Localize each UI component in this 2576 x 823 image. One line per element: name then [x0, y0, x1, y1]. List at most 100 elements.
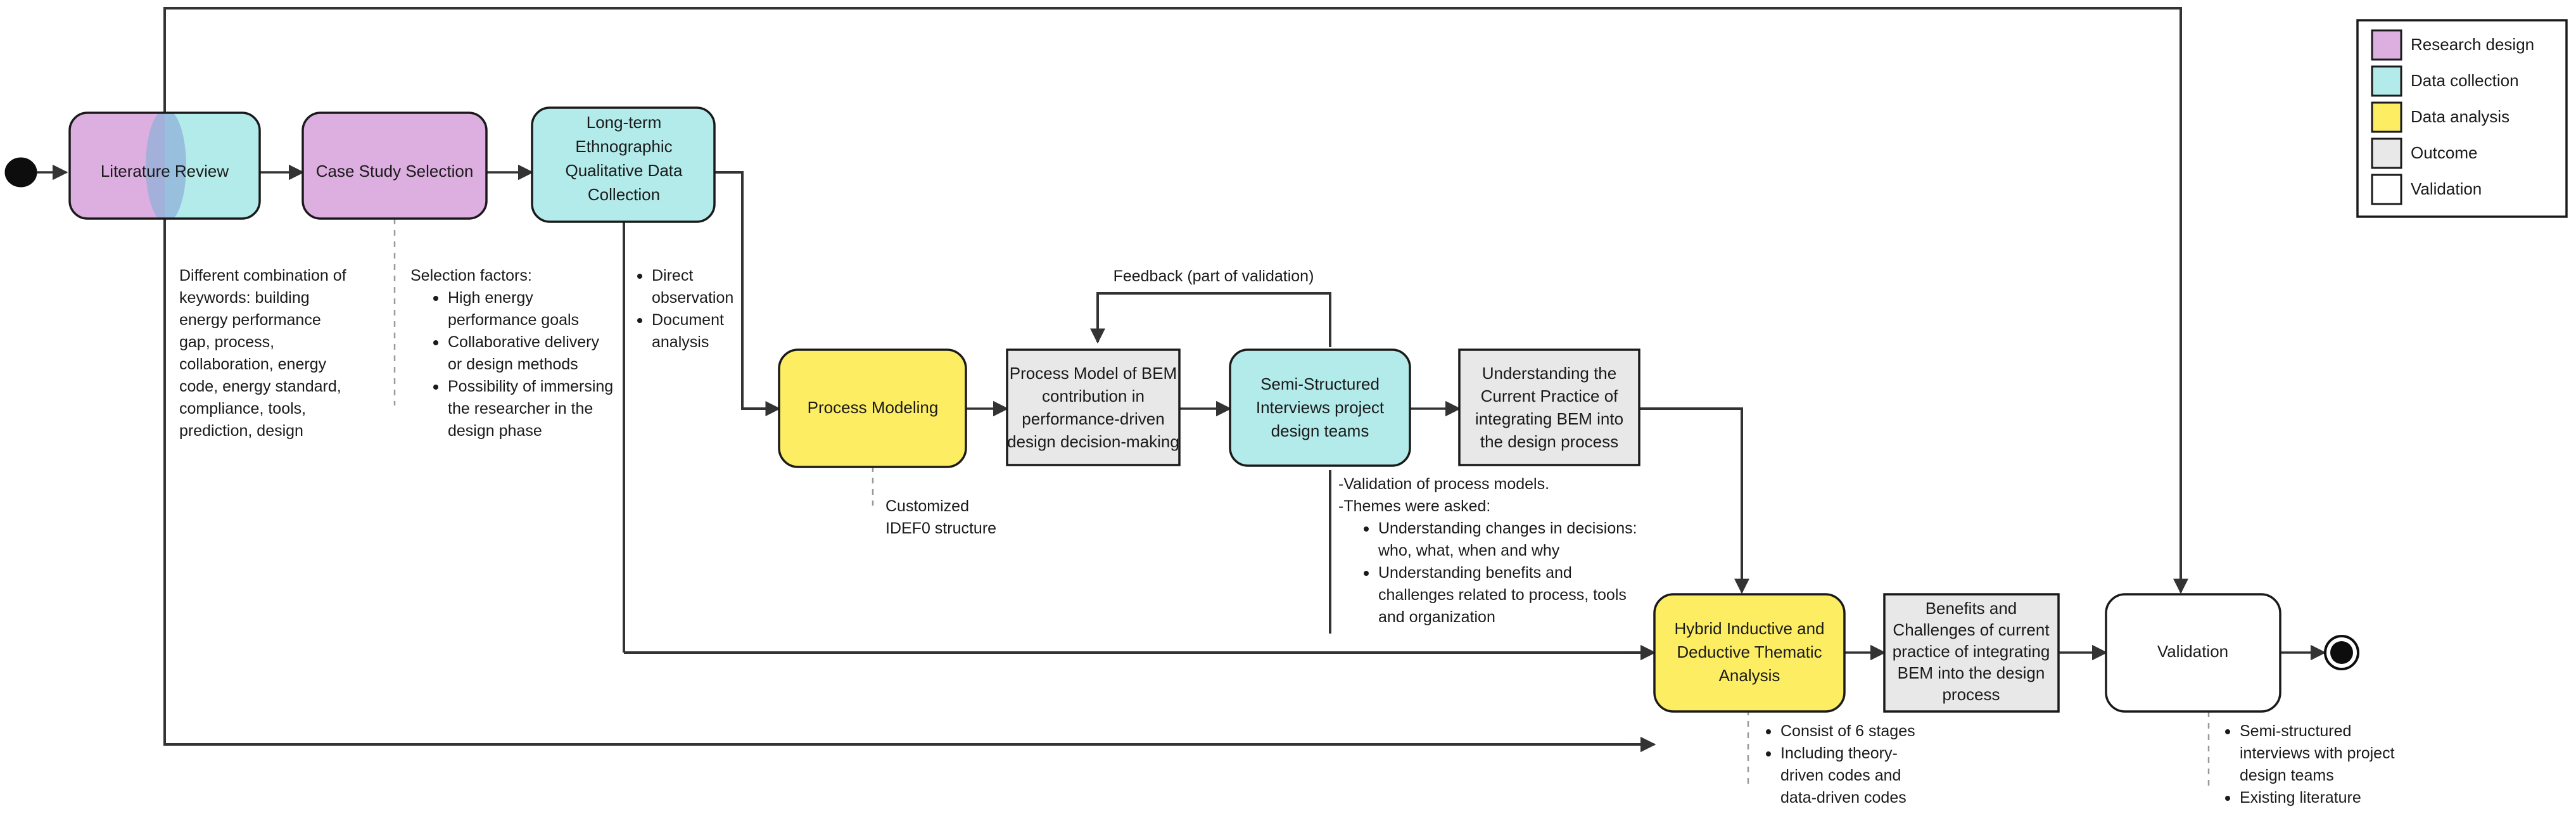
bullet-dot-icon — [433, 296, 438, 301]
note-interviews-b1-l0: Understanding benefits and — [1378, 564, 1572, 582]
node-hybrid-line-1: Deductive Thematic — [1677, 642, 1822, 661]
note-case-study-selection: Selection factors: High energy performan… — [410, 267, 613, 440]
node-benefits-line-1: Challenges of current — [1893, 620, 2050, 639]
note-literature-line-5: code, energy standard, — [179, 378, 341, 395]
note-thematic-b1-l2: data-driven codes — [1780, 789, 1907, 807]
node-long-term-ethnographic-line-2: Qualitative Data — [566, 161, 683, 180]
node-long-term-ethnographic-line-1: Ethnographic — [575, 137, 672, 156]
end-node — [2324, 635, 2359, 670]
legend-item-outcome: Outcome — [2371, 137, 2478, 169]
note-thematic-b1-l1: driven codes and — [1780, 767, 1901, 784]
node-semi-structured-interviews-line-2: design teams — [1271, 421, 1369, 440]
edge-label-feedback: Feedback (part of validation) — [1114, 267, 1314, 285]
bullet-dot-icon — [2225, 729, 2230, 734]
legend-label-research-design: Research design — [2411, 35, 2534, 54]
legend-swatch-data-analysis — [2371, 101, 2402, 133]
legend-swatch-outcome — [2371, 137, 2402, 169]
node-process-model-bem-line-2: performance-driven — [1022, 409, 1164, 428]
node-semi-structured-interviews-line-0: Semi-Structured — [1260, 374, 1380, 393]
node-process-model-bem-line-3: design decision-making — [1007, 432, 1179, 451]
note-literature-line-3: gap, process, — [179, 333, 274, 351]
edge-outer-feedback-loop — [163, 7, 2188, 594]
note-interviews-b1-l2: and organization — [1378, 608, 1495, 626]
node-semi-structured-interviews-line-1: Interviews project — [1256, 398, 1385, 417]
node-process-model-bem-line-1: contribution in — [1042, 386, 1145, 405]
note-interviews-b0-l0: Understanding changes in decisions: — [1378, 520, 1637, 537]
node-process-model-bem[interactable]: Process Model of BEM contribution in per… — [1006, 348, 1181, 466]
note-literature-line-1: keywords: building — [179, 289, 310, 307]
node-benefits-line-4: process — [1942, 685, 2000, 704]
note-casestudy-heading: Selection factors: — [410, 267, 532, 284]
legend-label-data-collection: Data collection — [2411, 71, 2519, 90]
legend-label-validation: Validation — [2411, 179, 2482, 198]
legend-swatch-research-design — [2371, 29, 2402, 61]
node-process-model-bem-line-0: Process Model of BEM — [1010, 364, 1177, 383]
bullet-dot-icon — [1766, 751, 1771, 756]
note-literature-line-0: Different combination of — [179, 267, 346, 284]
note-datacoll-b0-l1: observation — [652, 289, 733, 307]
note-data-collection: Direct observation Document analysis — [637, 267, 733, 351]
note-datacoll-b1-l1: analysis — [652, 333, 709, 351]
node-benefits-line-2: practice of integrating — [1893, 642, 2050, 661]
edge-understanding-to-hybrid — [1639, 407, 1749, 594]
note-datacoll-b0-l0: Direct — [652, 267, 693, 284]
note-thematic-analysis: Consist of 6 stages Including theory- dr… — [1766, 722, 1915, 807]
legend-item-data-analysis: Data analysis — [2371, 101, 2509, 133]
note-process-modeling: Customized IDEF0 structure — [885, 497, 996, 537]
note-casestudy-b1-l1: or design methods — [448, 355, 578, 373]
legend-label-data-analysis: Data analysis — [2411, 107, 2509, 126]
bullet-dot-icon — [1364, 571, 1369, 576]
legend-item-research-design: Research design — [2371, 29, 2534, 61]
note-casestudy-b2-l0: Possibility of immersing — [448, 378, 613, 395]
legend-item-validation: Validation — [2371, 174, 2482, 205]
note-interviews-b1-l1: challenges related to process, tools — [1378, 586, 1627, 604]
node-literature-review[interactable]: Literature Review — [68, 109, 261, 223]
legend-label-outcome: Outcome — [2411, 143, 2478, 162]
node-understanding-line-0: Understanding the — [1482, 364, 1616, 383]
note-thematic-b1-l0: Including theory- — [1780, 744, 1898, 762]
note-literature-line-6: compliance, tools, — [179, 400, 306, 418]
bullet-dot-icon — [1766, 729, 1771, 734]
note-literature-line-4: collaboration, energy — [179, 355, 327, 373]
note-casestudy-b0-l1: performance goals — [448, 311, 579, 329]
note-thematic-b0-l0: Consist of 6 stages — [1780, 722, 1915, 740]
node-long-term-ethnographic-line-0: Long-term — [587, 113, 662, 132]
note-literature-line-2: energy performance — [179, 311, 321, 329]
note-interviews-b0-l1: who, what, when and why — [1378, 542, 1560, 559]
legend: Research design Data collection Data ana… — [2356, 19, 2568, 218]
note-validation-b0-l1: interviews with project — [2240, 744, 2395, 762]
note-literature-line-7: prediction, design — [179, 422, 303, 440]
node-long-term-ethnographic[interactable]: Long-term Ethnographic Qualitative Data … — [531, 106, 716, 223]
note-processmodeling-l1: IDEF0 structure — [885, 520, 996, 537]
node-understanding-line-1: Current Practice of — [1481, 386, 1619, 405]
node-long-term-ethnographic-line-3: Collection — [588, 185, 660, 204]
node-case-study-selection-label: Case Study Selection — [316, 162, 474, 181]
node-benefits-challenges[interactable]: Benefits and Challenges of current pract… — [1883, 593, 2060, 713]
node-validation[interactable]: Validation — [2105, 593, 2281, 713]
note-processmodeling-l0: Customized — [885, 497, 969, 515]
node-hybrid-line-0: Hybrid Inductive and — [1674, 619, 1824, 638]
node-understanding-line-3: the design process — [1480, 432, 1618, 451]
note-interviews-h0: -Validation of process models. — [1338, 475, 1549, 493]
node-understanding-current-practice[interactable]: Understanding the Current Practice of in… — [1458, 348, 1640, 466]
node-benefits-line-3: BEM into the design — [1898, 663, 2045, 682]
node-hybrid-line-2: Analysis — [1719, 666, 1780, 685]
node-process-modeling-label: Process Modeling — [808, 398, 939, 417]
note-interviews: -Validation of process models. -Themes w… — [1338, 475, 1637, 626]
node-process-modeling[interactable]: Process Modeling — [778, 348, 967, 468]
bullet-dot-icon — [433, 340, 438, 345]
bullet-dot-icon — [637, 318, 642, 323]
node-case-study-selection[interactable]: Case Study Selection — [301, 112, 488, 220]
legend-swatch-validation — [2371, 174, 2402, 205]
bullet-dot-icon — [2225, 796, 2230, 801]
note-datacoll-b1-l0: Document — [652, 311, 724, 329]
note-casestudy-b0-l0: High energy — [448, 289, 533, 307]
node-literature-review-label: Literature Review — [101, 162, 229, 181]
note-validation-b0-l2: design teams — [2240, 767, 2334, 784]
node-benefits-line-0: Benefits and — [1926, 599, 2017, 618]
note-validation: Semi-structured interviews with project … — [2225, 722, 2395, 807]
node-hybrid-thematic-analysis[interactable]: Hybrid Inductive and Deductive Thematic … — [1653, 593, 1846, 713]
node-semi-structured-interviews[interactable]: Semi-Structured Interviews project desig… — [1229, 348, 1411, 467]
note-casestudy-b1-l0: Collaborative delivery — [448, 333, 600, 351]
